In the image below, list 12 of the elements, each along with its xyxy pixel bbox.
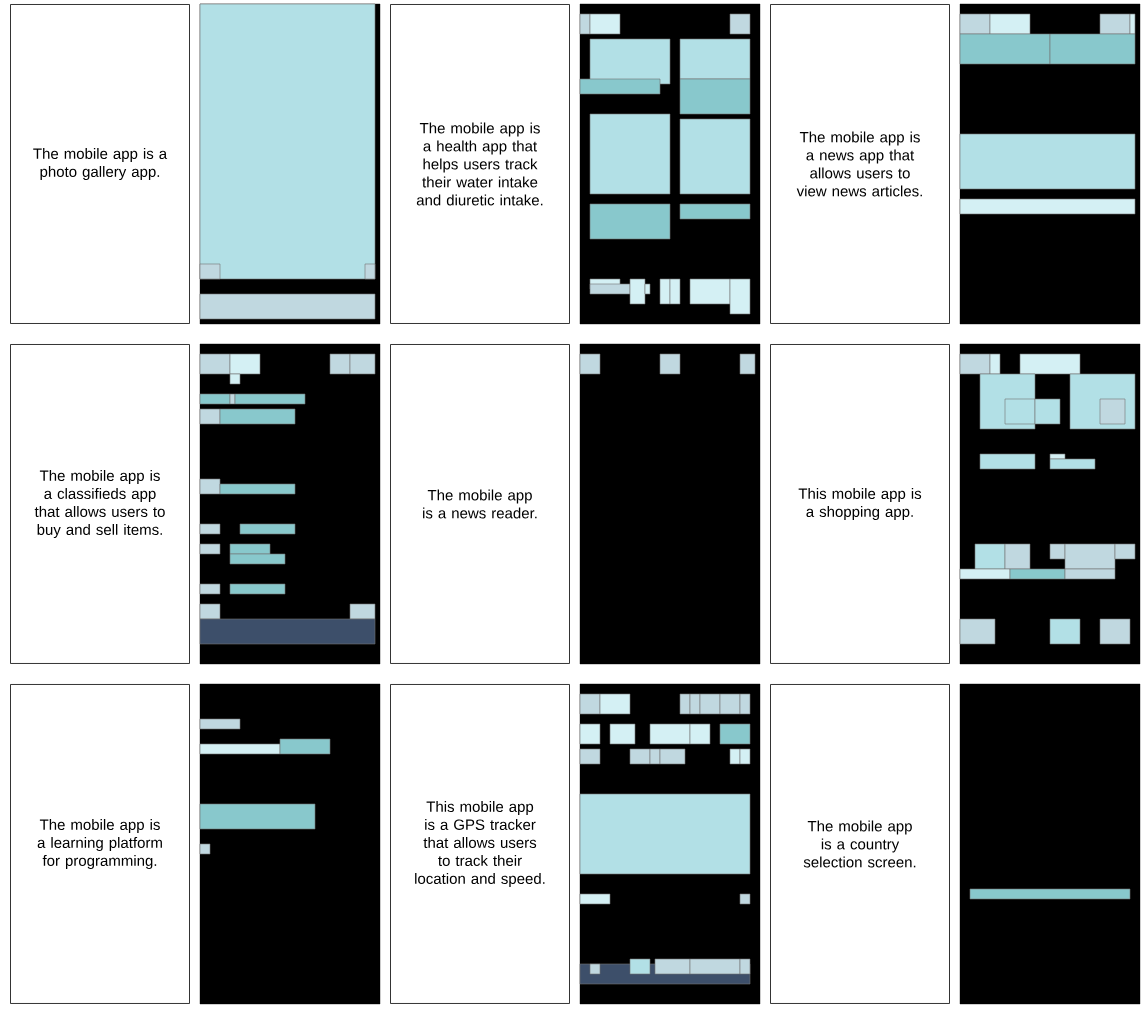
description-card: The mobile app is a learning platform for programming. xyxy=(10,684,190,1004)
screen-panel xyxy=(959,683,1141,1005)
description-card: The mobile app is a news app that allows users to view news articles. xyxy=(770,4,950,324)
description-card: The mobile app is a news reader. xyxy=(390,344,570,664)
screen-panel xyxy=(199,683,381,1005)
description-card: The mobile app is a health app that helps users track their water intake and diuretic intake. xyxy=(390,4,570,324)
description-card: This mobile app is a shopping app. xyxy=(770,344,950,664)
description-card: The mobile app is a country selection screen. xyxy=(770,684,950,1004)
screen-panel xyxy=(579,343,761,665)
description-card: The mobile app is a classifieds app that allows users to buy and sell items. xyxy=(10,344,190,664)
description-card: The mobile app is a photo gallery app. xyxy=(10,4,190,324)
description-card: This mobile app is a GPS tracker that allows users to track their location and speed. xyxy=(390,684,570,1004)
